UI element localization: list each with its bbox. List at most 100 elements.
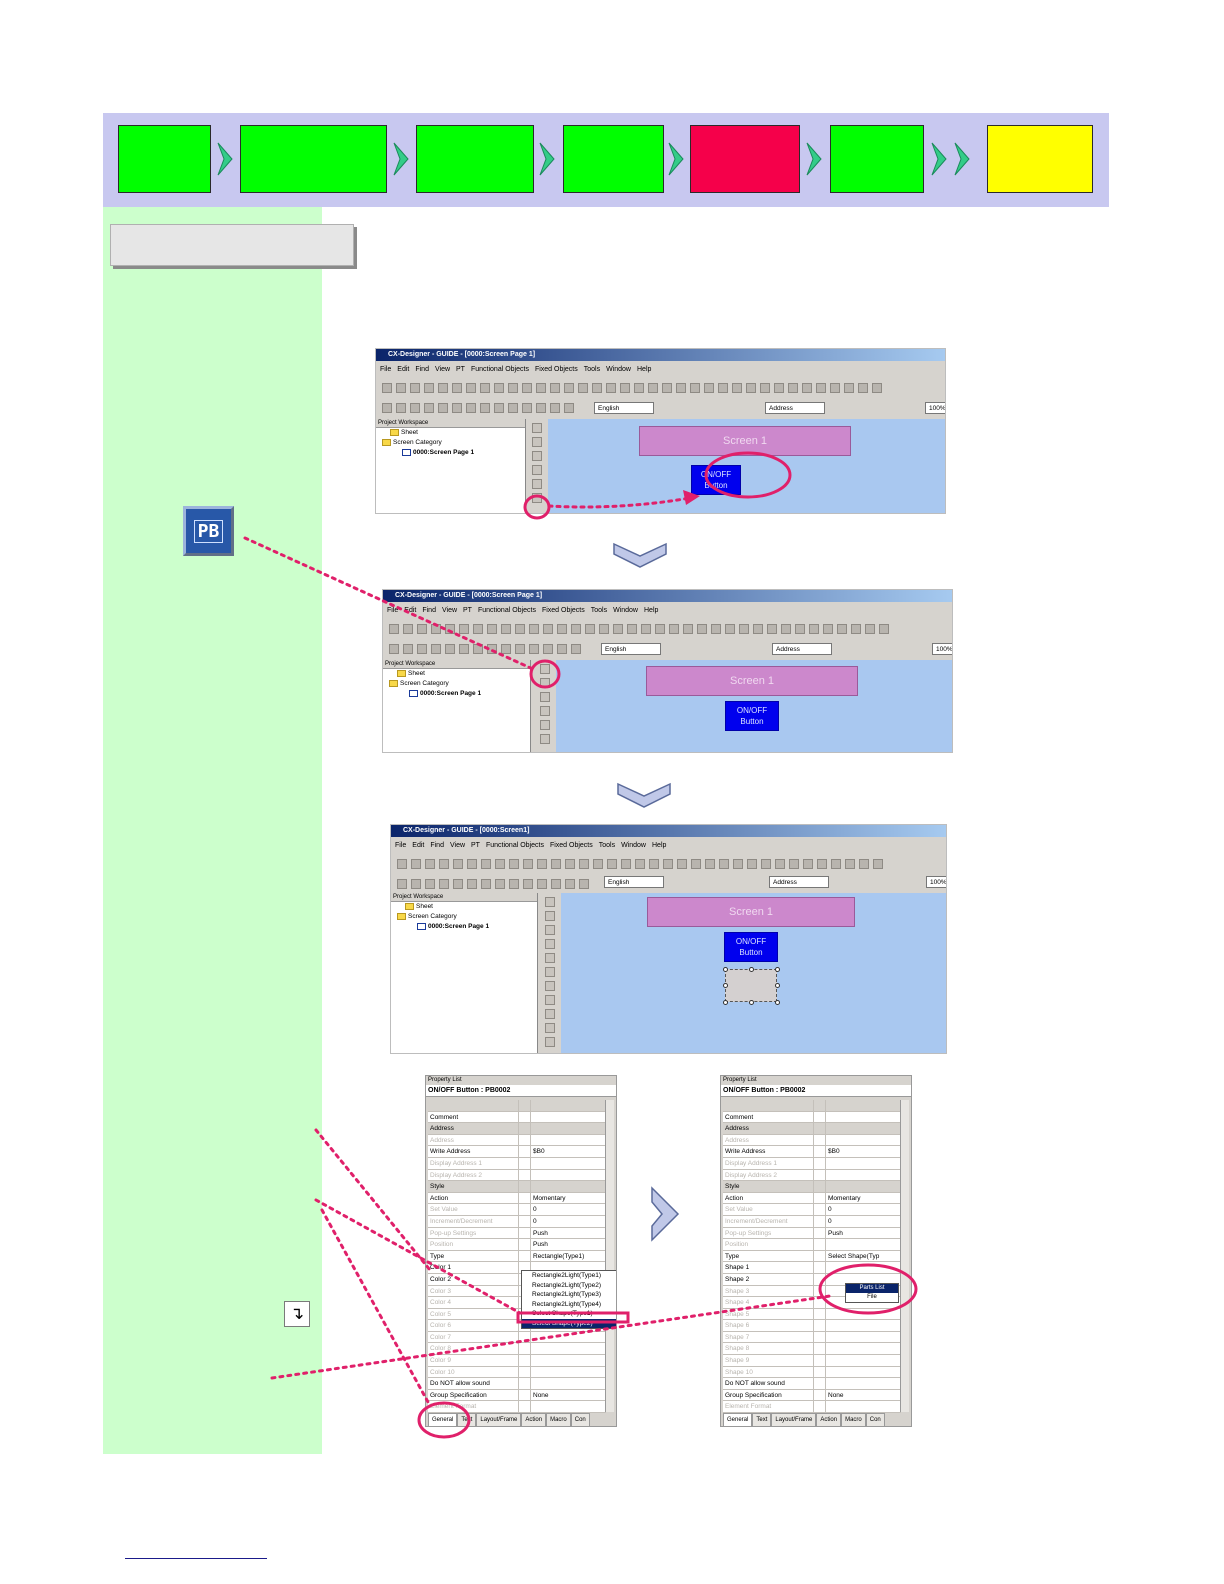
property-row[interactable]: Do NOT allow sound [723,1378,901,1390]
property-value[interactable] [825,1181,901,1192]
property-value[interactable] [825,1378,901,1389]
tab-text[interactable]: Text [752,1413,772,1426]
property-value[interactable] [530,1169,606,1181]
tab-general[interactable]: General [723,1413,753,1426]
menu-window[interactable]: Window [606,366,631,373]
property-value[interactable] [825,1157,901,1169]
property-value[interactable]: Rectangle(Type1) [530,1250,606,1262]
tab-macro[interactable]: Macro [546,1413,571,1426]
type-dropdown-list[interactable]: Rectangle2Light(Type1) Rectangle2Light(T… [521,1270,616,1329]
tree-sheet[interactable]: Sheet [383,669,530,679]
menu-file[interactable]: File [380,366,392,373]
dropdown-option[interactable]: Rectangle2Light(Type3) [532,1291,602,1298]
property-row[interactable]: Style [428,1181,606,1193]
screen-canvas[interactable]: Screen 1 ON/OFF Button [548,419,945,513]
tab-layout-frame[interactable]: Layout/Frame [476,1413,522,1426]
property-value[interactable] [530,1100,606,1111]
property-row[interactable]: Element Format [723,1401,901,1414]
menu-pt[interactable]: PT [471,842,480,849]
tree-screen-page[interactable]: 0000:Screen Page 1 [376,448,525,458]
property-value[interactable] [825,1123,901,1134]
property-value[interactable] [530,1401,606,1413]
property-row[interactable]: Shape 1 [723,1262,901,1274]
property-row[interactable]: Element Format [428,1401,606,1414]
property-row[interactable]: Shape 6 [723,1320,901,1332]
property-value[interactable]: Select Shape(Typ [825,1250,901,1262]
menu-help[interactable]: Help [644,607,659,614]
property-value[interactable] [825,1343,901,1355]
object-toolbar[interactable] [542,893,558,1053]
screen-canvas[interactable]: Screen 1 ON/OFF Button [561,893,946,1053]
tree-screen-page[interactable]: 0000:Screen Page 1 [383,689,530,699]
address-select[interactable]: Address [769,876,829,888]
property-value[interactable] [530,1181,606,1192]
address-select[interactable]: Address [765,402,825,414]
property-value[interactable] [825,1239,901,1250]
property-row[interactable]: Display Address 1 [723,1157,901,1170]
property-row[interactable]: Color 9 [428,1355,606,1367]
property-value[interactable] [530,1366,606,1378]
shape-source-menu[interactable]: Parts List File [845,1283,899,1303]
menu-view[interactable]: View [441,607,458,614]
down-arrow-icon[interactable]: ↴ [284,1301,310,1327]
menu-file[interactable]: File [867,1294,877,1300]
screen-canvas[interactable]: Screen 1 ON/OFF Button [556,660,952,752]
toolbar-row-2[interactable] [395,876,942,892]
property-value[interactable] [530,1355,606,1366]
address-select[interactable]: Address [772,643,832,655]
step-5-current[interactable] [690,125,800,193]
dropdown-option-selected[interactable]: Select Shape(Type2) [522,1318,616,1328]
menu-view[interactable]: View [449,842,466,849]
menu-pt[interactable]: PT [463,607,472,614]
property-value[interactable]: Push [825,1227,901,1239]
property-value[interactable] [530,1262,606,1273]
property-value[interactable] [530,1111,606,1123]
property-value[interactable] [825,1169,901,1181]
property-value[interactable] [825,1355,901,1366]
menu-window[interactable]: Window [621,842,646,849]
menu-window[interactable]: Window [613,607,638,614]
property-row[interactable]: Shape 7 [723,1331,901,1344]
menu-find[interactable]: Find [415,366,429,373]
property-value[interactable] [825,1308,901,1320]
step-4[interactable] [563,125,664,193]
dropdown-option[interactable]: Rectangle2Light(Type1) [532,1272,602,1279]
property-value[interactable] [530,1157,606,1169]
property-row[interactable]: Comment [428,1111,606,1124]
zoom-select[interactable]: 100% [926,876,946,888]
property-value[interactable]: 0 [825,1204,901,1215]
menu-edit[interactable]: Edit [404,607,417,614]
property-value[interactable] [825,1134,901,1146]
property-row[interactable]: Display Address 2 [723,1169,901,1182]
property-value[interactable] [825,1401,901,1413]
menu-find[interactable]: Find [422,607,436,614]
property-row[interactable]: Color 8 [428,1343,606,1356]
tab-layout-frame[interactable]: Layout/Frame [771,1413,817,1426]
menu-parts-list[interactable]: Parts List [846,1284,898,1293]
property-value[interactable]: $B0 [825,1146,901,1157]
property-row[interactable]: Shape 8 [723,1343,901,1356]
property-value[interactable]: Momentary [825,1192,901,1204]
toolbar-row-2[interactable] [387,641,948,657]
menu-edit[interactable]: Edit [412,842,425,849]
property-value[interactable] [825,1100,901,1111]
toolbar-row-1[interactable] [387,621,948,637]
screen-label[interactable]: Screen 1 [646,666,858,696]
property-row[interactable]: Shape 10 [723,1366,901,1379]
property-value[interactable] [825,1366,901,1378]
property-value[interactable] [825,1262,901,1273]
property-row[interactable]: Address [723,1123,901,1135]
property-row[interactable] [723,1100,901,1112]
language-select[interactable]: English [604,876,664,888]
dropdown-option[interactable]: Select Shape(Type1) [532,1310,593,1317]
property-value[interactable] [825,1111,901,1123]
screen-label[interactable]: Screen 1 [647,897,855,927]
tree-sheet[interactable]: Sheet [391,902,537,912]
tree-screen-category[interactable]: Screen Category [383,679,530,689]
